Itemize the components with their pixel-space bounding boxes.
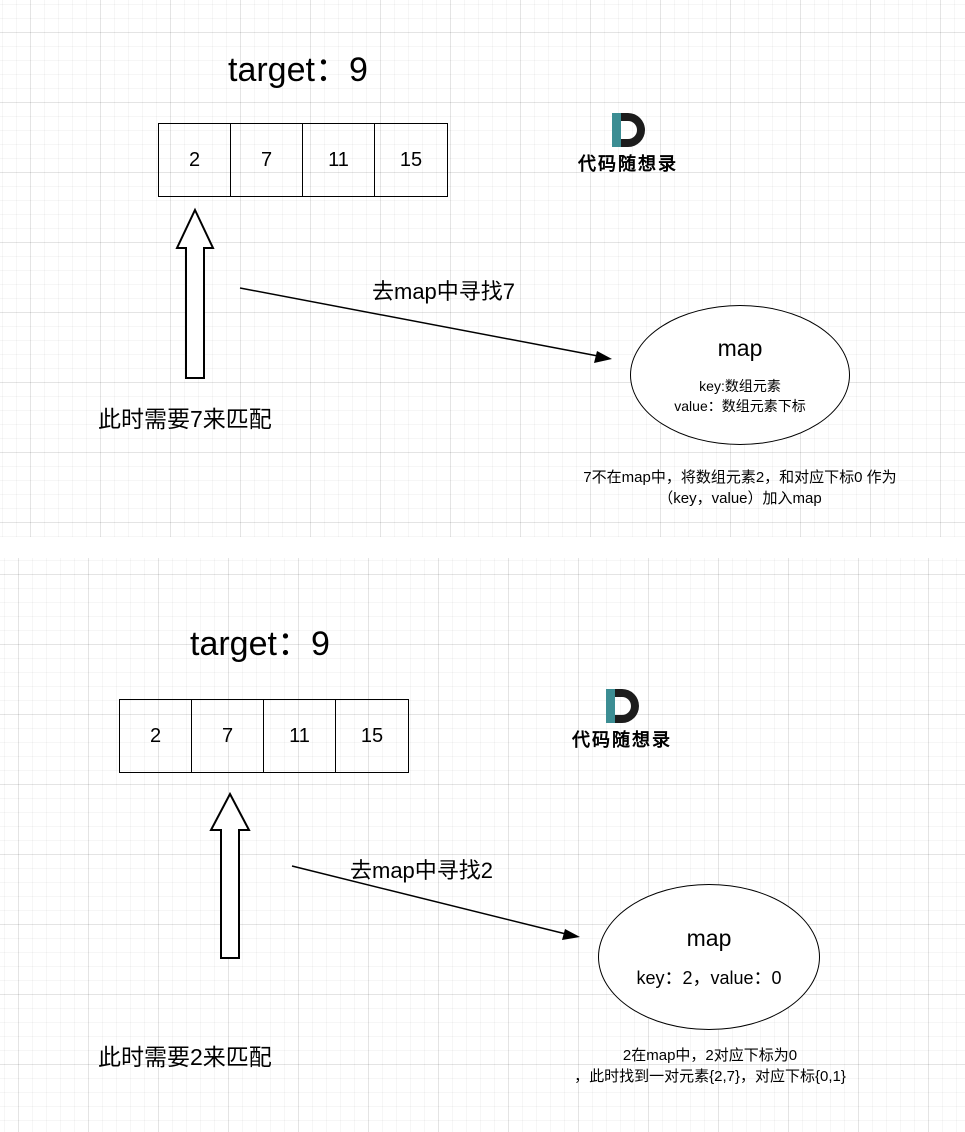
array-box: 2 7 11 15 <box>119 699 409 773</box>
note: 2在map中，2对应下标为0 ，此时找到一对元素{2,7}，对应下标{0,1} <box>510 1045 910 1087</box>
search-label: 去map中寻找2 <box>350 858 494 883</box>
note-line-2: （key，value）加入map <box>658 490 822 507</box>
connector-layer <box>175 207 612 379</box>
note: 7不在map中，将数组元素2，和对应下标0 作为 （key，value）加入ma… <box>540 467 940 509</box>
logo-text: 代码随想录 <box>578 154 678 175</box>
pointer-up-arrow <box>209 791 251 959</box>
note-line-1: 2在map中，2对应下标为0 <box>622 1047 798 1064</box>
map-title: map <box>686 924 732 951</box>
array-cell: 11 <box>303 124 375 196</box>
array-cell: 15 <box>399 148 423 171</box>
map-ellipse: map key：2，value：0 <box>598 884 820 1030</box>
pointer-label: 此时需要2来匹配 <box>98 1044 272 1070</box>
logo-d-icon <box>612 113 645 147</box>
array-cell: 15 <box>360 724 384 747</box>
array-cell: 11 <box>264 700 336 772</box>
logo-d-icon <box>606 689 639 723</box>
map-key-value-line: key：2，value：0 <box>636 967 782 988</box>
logo-text: 代码随想录 <box>572 730 672 751</box>
map-title: map <box>717 334 763 361</box>
search-arrowhead <box>594 351 612 363</box>
array-cell: 7 <box>231 124 303 196</box>
panel-separator <box>0 537 965 558</box>
search-arrowhead <box>562 929 580 940</box>
target-label: target：9 <box>228 51 368 89</box>
array-box: 2 7 11 15 <box>158 123 448 197</box>
note-line-1: 7不在map中，将数组元素2，和对应下标0 作为 <box>583 469 897 486</box>
logo: 代码随想录 <box>578 110 678 176</box>
search-label: 去map中寻找7 <box>372 279 516 304</box>
array-cell: 7 <box>192 700 264 772</box>
array-cell: 2 <box>120 700 192 772</box>
note-line-2: ，此时找到一对元素{2,7}，对应下标{0,1} <box>574 1068 846 1085</box>
array-cell: 2 <box>159 124 231 196</box>
diagram-panel-1: target：9 2 7 11 15 代码随想录 去map中寻找7 此时需要7来… <box>0 0 965 537</box>
diagram-panel-2: target：9 2 7 11 15 代码随想录 去map中寻找2 此时需要2来… <box>0 558 965 1132</box>
map-ellipse: map key:数组元素 value：数组元素下标 <box>630 305 850 445</box>
map-key-line: key:数组元素 <box>699 377 781 394</box>
search-arrow-line <box>239 287 599 357</box>
map-value-line: value：数组元素下标 <box>674 397 806 414</box>
search-arrow-line <box>291 865 567 935</box>
logo: 代码随想录 <box>572 686 672 752</box>
pointer-label: 此时需要7来匹配 <box>98 406 272 432</box>
target-label: target：9 <box>190 625 330 663</box>
connector-layer <box>209 791 580 959</box>
pointer-up-arrow <box>175 207 215 379</box>
